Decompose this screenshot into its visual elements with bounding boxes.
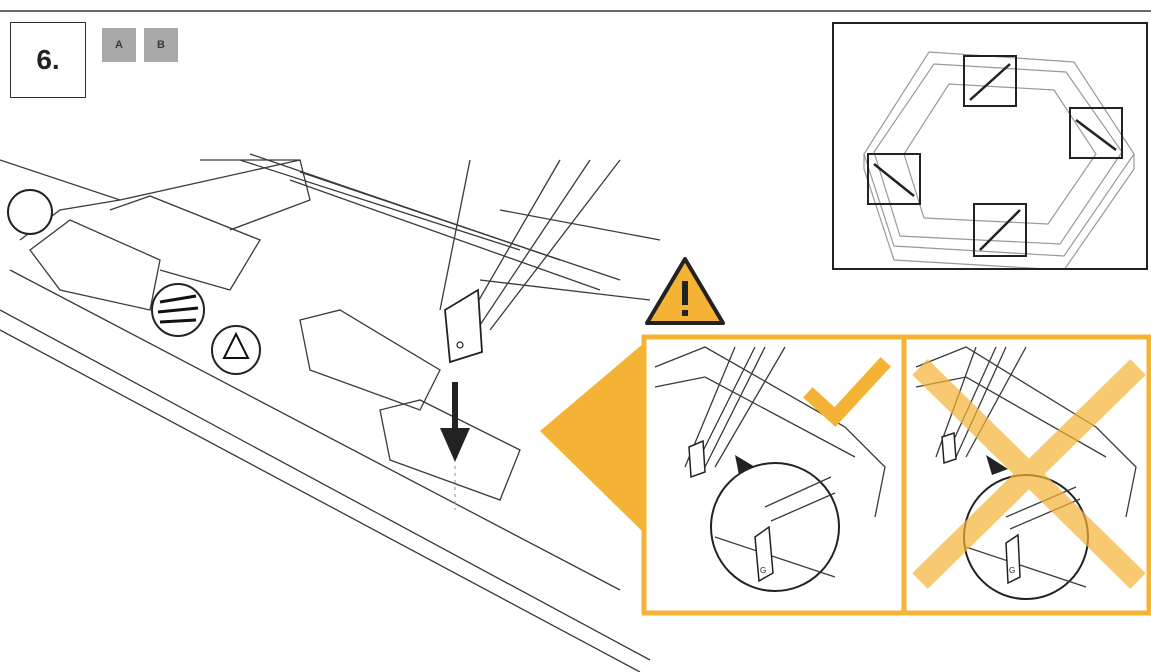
tag-b: B <box>144 28 178 62</box>
rail-clip <box>444 288 483 364</box>
arrow-down-icon <box>440 382 470 462</box>
tray-rail-illustration <box>0 153 661 672</box>
step-number-box: 6. <box>10 22 86 98</box>
tray-overview-illustration <box>863 51 1135 268</box>
warning-icon <box>643 255 727 327</box>
detail-callout <box>540 333 1151 617</box>
tag-a: A <box>102 28 136 62</box>
bolt-label: G <box>760 566 766 575</box>
recycle-sticker-icon <box>211 325 261 375</box>
main-illustration <box>0 120 680 672</box>
step-number: 6. <box>36 44 60 75</box>
checkmark-icon <box>803 357 891 427</box>
top-rule <box>0 10 1151 12</box>
overview-inset <box>832 22 1148 270</box>
emblem-icon <box>7 189 53 235</box>
incorrect-detail-panel: G <box>906 337 1151 613</box>
correct-detail-panel: G <box>645 337 902 613</box>
bolt-label: G <box>1009 566 1015 575</box>
cross-icon <box>912 359 1146 589</box>
